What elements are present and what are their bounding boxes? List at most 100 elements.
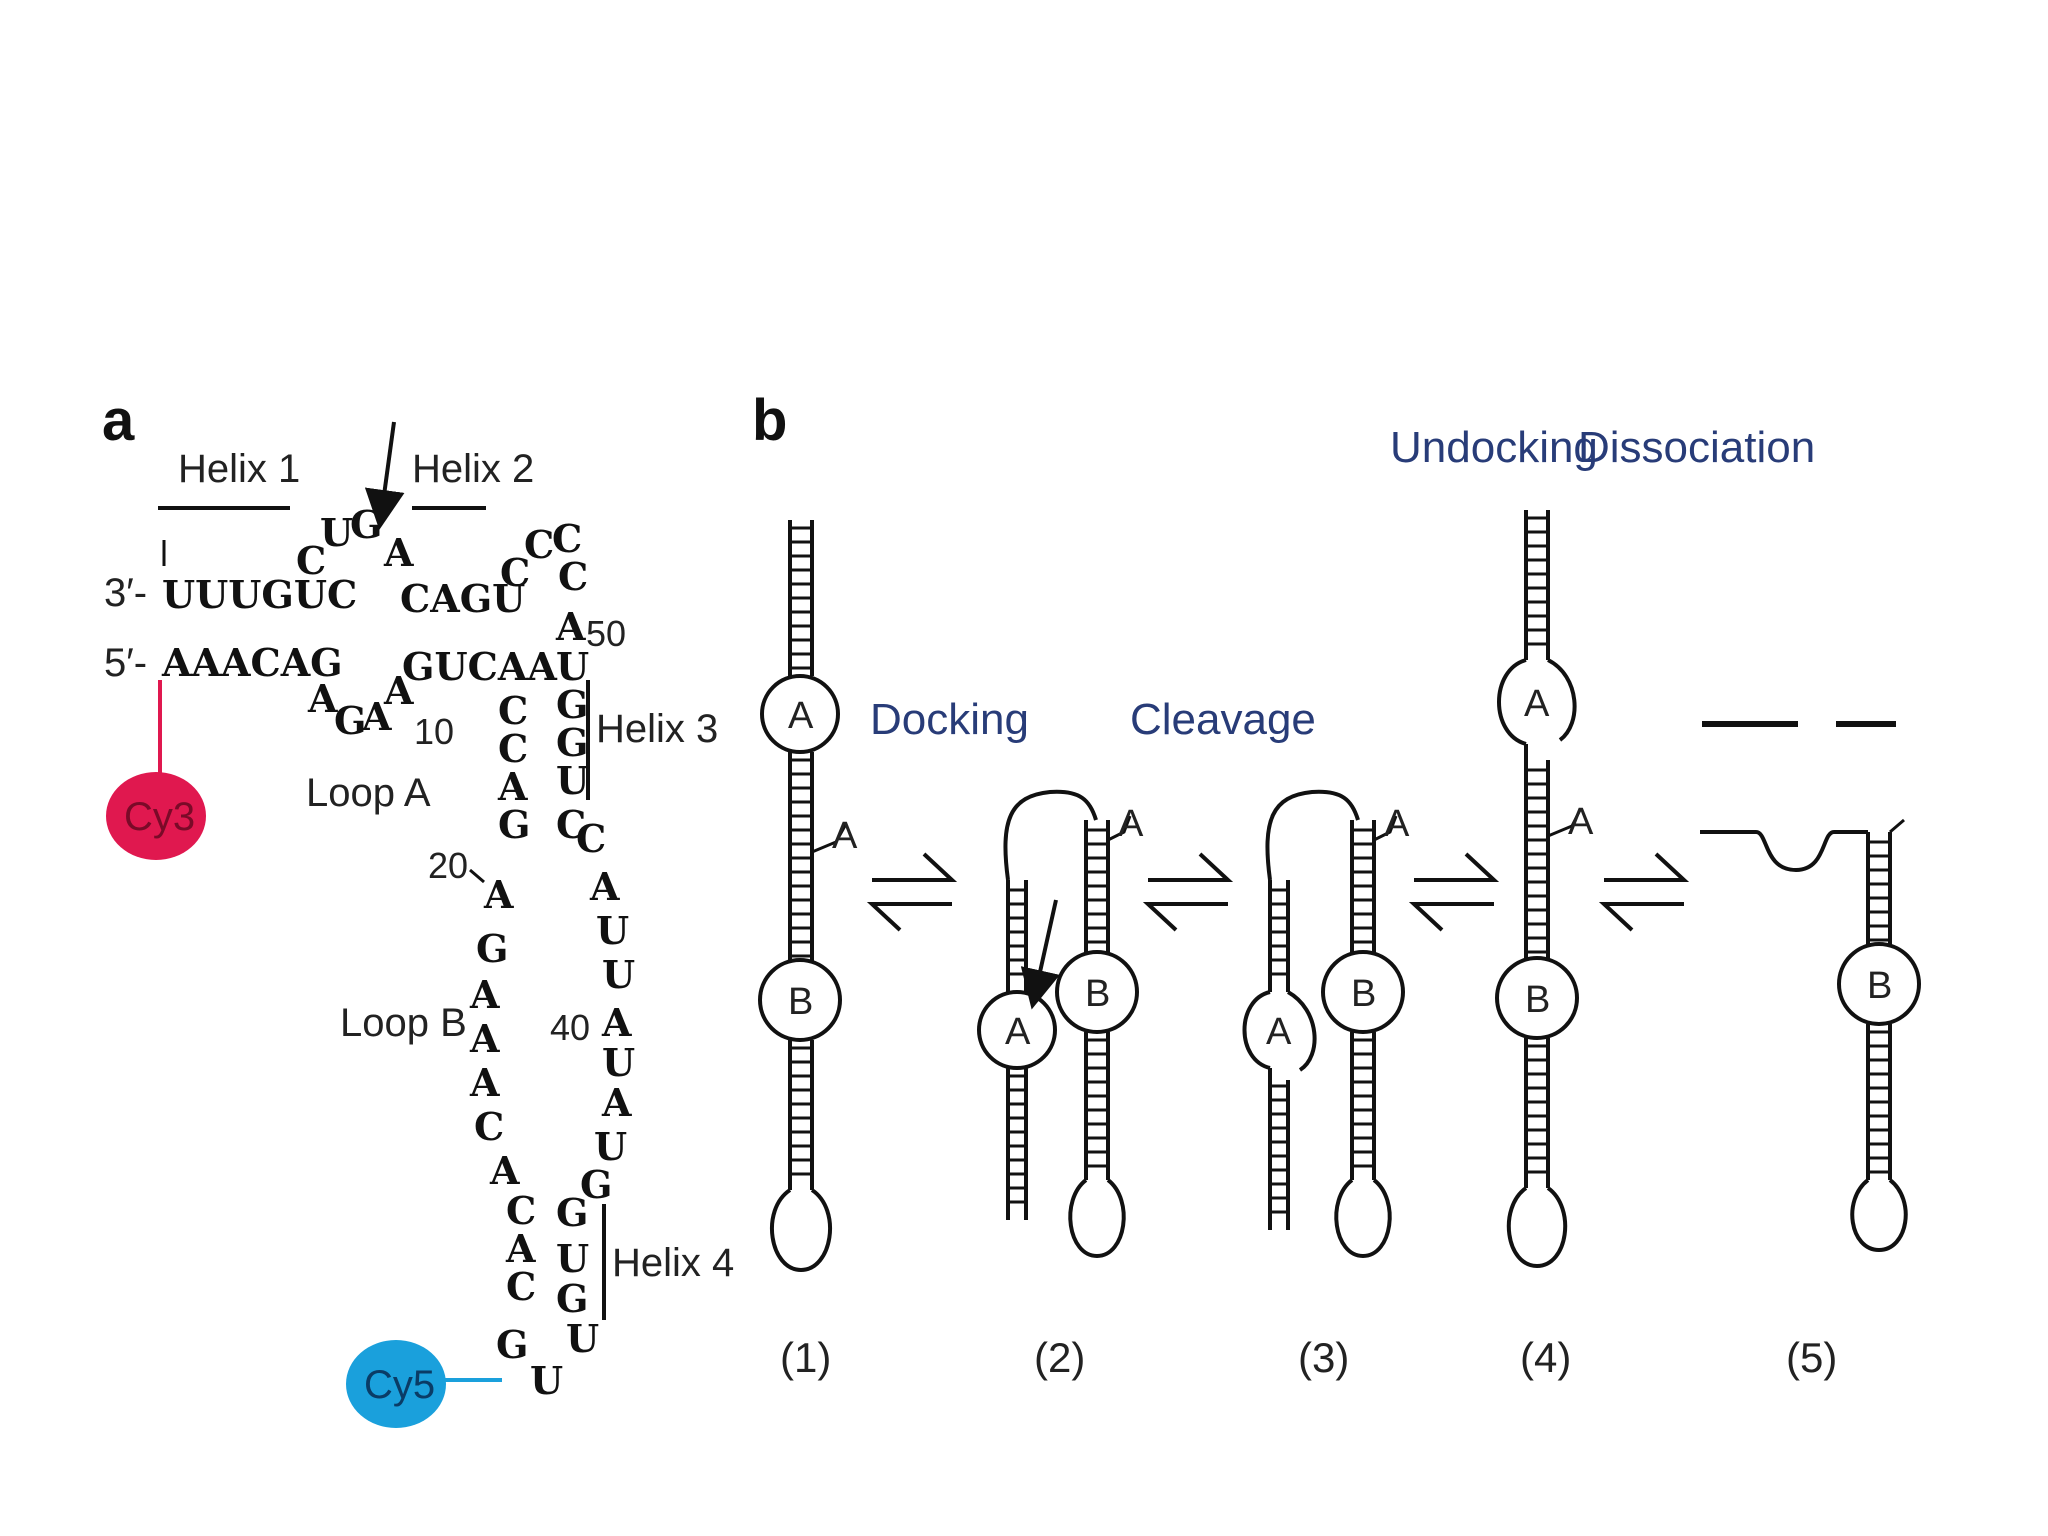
cleavage-site-arrow — [364, 421, 405, 530]
s5-loop-b — [1837, 942, 1921, 1026]
helix-4-left-3: C — [506, 1264, 536, 1309]
right-lower-2: A — [589, 864, 620, 909]
s4-loop-a-letter: A — [1524, 683, 1550, 725]
s3-right-strands-bottom — [1350, 1032, 1376, 1180]
right-lower-8: U — [594, 1124, 627, 1169]
s4-helix2-rungs — [1526, 768, 1548, 954]
s3-right-rungs-top — [1352, 828, 1374, 944]
s2-terminal-loop — [1068, 1178, 1126, 1259]
ribozyme-strand-5: AAACAG — [161, 640, 343, 685]
right-lower-7: A — [601, 1080, 632, 1125]
helix-4-loop-u: U — [530, 1358, 563, 1403]
left-col-3: A — [497, 764, 528, 809]
loop-a-label: Loop A — [306, 771, 431, 815]
loop-b-base-6: C — [474, 1104, 504, 1149]
right-lower-1: C — [576, 816, 606, 861]
right-lower-5: A — [601, 1000, 632, 1045]
s1-helix2-rungs — [790, 758, 812, 958]
s5-rungs-top — [1868, 840, 1890, 942]
loop-b-base-5: A — [469, 1060, 500, 1105]
right-lower-9: G — [580, 1162, 612, 1207]
s5-helix-strands-top — [1866, 832, 1892, 950]
dissociation-label: Dissociation — [1578, 423, 1815, 472]
s4-terminal-loop — [1506, 1186, 1568, 1269]
s3-rungs-bottom — [1270, 1084, 1288, 1214]
s4-helix1-rungs — [1526, 516, 1548, 646]
base-c-top: C — [296, 538, 326, 583]
helix-4-right-3: U — [556, 1236, 589, 1281]
s4-site-hook — [1547, 809, 1582, 838]
s1-terminal-loop — [769, 1188, 833, 1273]
panel-a: a Helix 1 Helix 2 3′- 5′- UUUGUC AAACAG … — [102, 388, 734, 1428]
s4-helix2-strands — [1524, 744, 1550, 960]
right-col-3: G — [556, 682, 588, 727]
s1-loop-a — [760, 674, 840, 754]
panel-a-letter: a — [102, 388, 135, 453]
s2-right-rungs-bottom — [1086, 1038, 1108, 1168]
three-prime-label: 3′- — [104, 571, 147, 615]
step-2-label: (2) — [1034, 1334, 1085, 1381]
undocking-label: Undocking — [1390, 423, 1598, 472]
base-u-top: U — [320, 510, 353, 555]
s1-loop-a-letter: A — [788, 695, 814, 737]
helix-3-label: Helix 3 — [596, 707, 718, 751]
loop-b-base-7: A — [489, 1148, 520, 1193]
s1-site-a: A — [832, 815, 858, 857]
base-c-loop4: C — [558, 554, 588, 599]
structure-1: A A B (1) — [758, 520, 858, 1381]
equilibrium-arrow-1 — [866, 852, 958, 932]
s2-site-hook — [1107, 815, 1132, 842]
right-col-2: U — [556, 644, 589, 689]
step-3-label: (3) — [1298, 1334, 1349, 1381]
strand-gucaa: GUCAA — [402, 644, 557, 689]
five-prime-label: 5′- — [104, 641, 147, 685]
s3-site-hook — [1373, 815, 1398, 842]
strand-cagu: CAGU — [400, 576, 525, 621]
s2-rungs-top — [1008, 888, 1026, 976]
equilibrium-arrow-4 — [1598, 852, 1690, 932]
s2-right-rungs-top — [1086, 828, 1108, 944]
structure-3: A A B (3) — [1242, 789, 1410, 1381]
s3-docking-loop — [1265, 789, 1360, 881]
left-col-4: G — [498, 802, 530, 847]
structure-4: A A B (4) — [1495, 510, 1594, 1381]
cy5-dye — [346, 1340, 446, 1428]
step-5-label: (5) — [1786, 1334, 1837, 1381]
s2-docking-loop — [1003, 789, 1098, 881]
helix-4-left-1: C — [506, 1188, 536, 1233]
s4-open-loop-a — [1497, 658, 1577, 746]
s1-site-hook — [811, 823, 848, 854]
helix-4-right-2: G — [556, 1276, 588, 1321]
base-c-loop3: C — [552, 516, 582, 561]
right-lower-4: U — [602, 952, 635, 997]
s5-ribozyme-loop-a — [1700, 830, 1868, 873]
s2-loop-a — [977, 990, 1057, 1070]
position-40: 40 — [550, 1007, 590, 1048]
right-col-1: A — [555, 604, 586, 649]
loop-a-base-2: G — [334, 698, 366, 743]
panel-b-letter: b — [752, 388, 787, 453]
loop-b-base-1: A — [483, 872, 514, 917]
cleavage-label: Cleavage — [1130, 695, 1316, 744]
s4-loop-b — [1495, 956, 1579, 1040]
loop-b-label: Loop B — [340, 1001, 467, 1045]
structure-5: B (5) — [1700, 721, 1921, 1381]
s4-site-a: A — [1568, 801, 1594, 843]
s5-rungs-bottom — [1868, 1030, 1890, 1174]
s3-rungs-top — [1270, 888, 1288, 976]
panel-b: b Undocking Dissociation Docking Cleavag… — [752, 388, 1921, 1381]
s3-terminal-loop — [1334, 1178, 1392, 1259]
base-g-top: G — [350, 502, 382, 547]
docking-label: Docking — [870, 695, 1029, 744]
loop-b-base-4: A — [469, 1016, 500, 1061]
s3-open-loop-a — [1242, 990, 1317, 1072]
loop-a-base-3: A — [361, 694, 392, 739]
loop-a-base-4: A — [383, 668, 414, 713]
left-col-2: C — [498, 726, 528, 771]
s4-helix4-strands — [1524, 1038, 1550, 1188]
s1-loop-b — [758, 958, 842, 1042]
right-lower-6: U — [602, 1040, 635, 1085]
right-col-6: C — [556, 802, 586, 847]
s1-helix1-rungs — [790, 526, 812, 670]
base-a-top: A — [383, 530, 414, 575]
